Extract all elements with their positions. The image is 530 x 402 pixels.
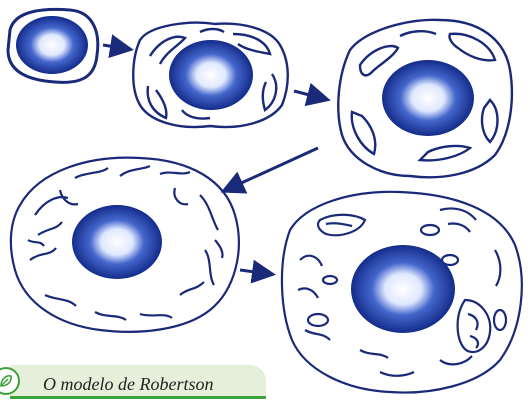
arrow-1-to-2 (103, 45, 128, 49)
stage-5-cell (282, 192, 522, 393)
arrow-4-to-5 (240, 270, 270, 274)
stage-4-cell (11, 158, 239, 332)
caption-text: O modelo de Robertson (43, 374, 213, 395)
stage-3-nucleus (382, 60, 474, 136)
caption: O modelo de Robertson (0, 363, 272, 402)
stage-5-nucleus (351, 245, 455, 333)
stage-1-cell (8, 9, 98, 82)
arrow-2-to-3 (294, 91, 325, 99)
stage-2-nucleus (169, 40, 253, 110)
stage-3-cell (338, 20, 512, 177)
stage-2-cell (133, 23, 288, 127)
stage-4-nucleus (72, 205, 162, 279)
arrow-3-to-4 (226, 148, 318, 190)
stage-1-nucleus (16, 16, 88, 74)
caption-bar: O modelo de Robertson (10, 365, 266, 399)
